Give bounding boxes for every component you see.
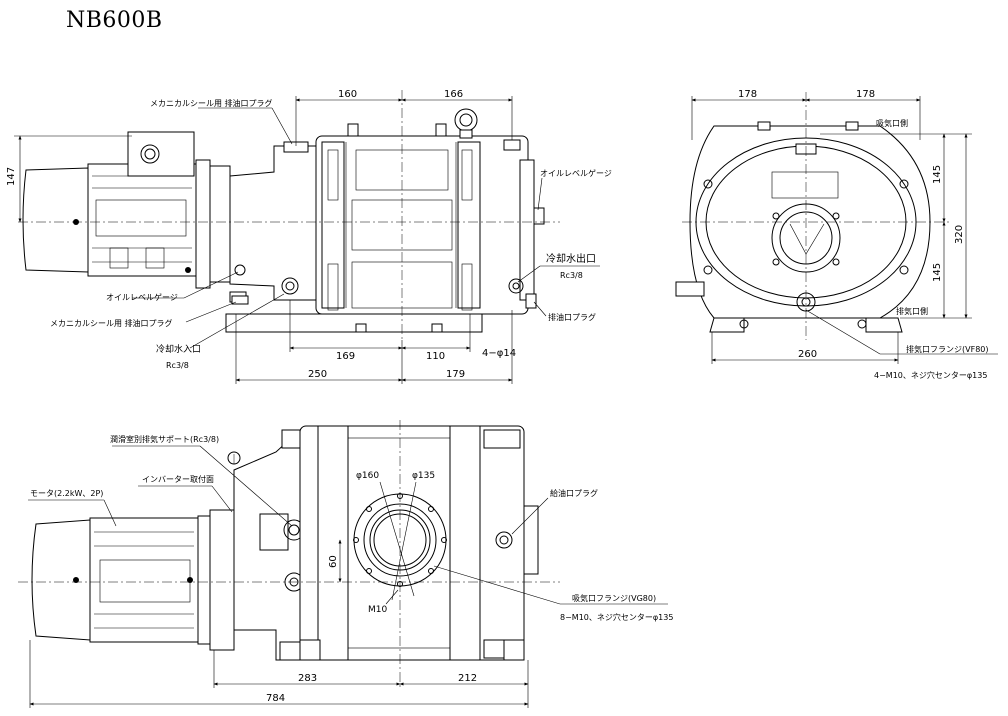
top-view-dims: 60 φ160 φ135 M10 283 212 784 (29, 471, 529, 708)
lifting-eyebolt (454, 108, 478, 132)
dim-147: 147 (6, 167, 17, 186)
motor-end-cap (22, 167, 89, 273)
label-intake-flange: 吸気口フランジ(VG80) (572, 593, 656, 603)
dim-145b: 145 (932, 263, 943, 282)
dim-phi160: φ160 (356, 471, 379, 481)
dim-phi135: φ135 (412, 471, 435, 481)
dim-250: 250 (308, 369, 327, 380)
top-motor-body (89, 517, 199, 643)
dim-60: 60 (328, 555, 339, 568)
base-plate (225, 313, 483, 333)
dim-166: 166 (444, 89, 463, 100)
dim-179: 179 (446, 369, 465, 380)
dim-283: 283 (298, 673, 317, 684)
side-foot-left (709, 317, 745, 333)
label-lube-exhaust: 潤滑室別排気サポート(Rc3/8) (110, 434, 219, 444)
front-view-labels: メカニカルシール用 排油口プラグ オイルレベルゲージ 冷却水出口 Rc3/8 オ… (50, 98, 612, 370)
bearing-housing (229, 145, 317, 301)
label-oil-fill: 給油口プラグ (550, 488, 598, 498)
dim-178b: 178 (856, 89, 875, 100)
label-cooling-out-size: Rc3/8 (560, 271, 583, 280)
top-view (18, 420, 560, 690)
label-cooling-out: 冷却水出口 (546, 252, 596, 265)
drawing-title: NB600B (66, 8, 163, 33)
label-mech-seal-drain-top: メカニカルシール用 排油口プラグ (150, 98, 273, 108)
dim-784: 784 (266, 693, 285, 704)
label-motor: モータ(2.2kW、2P) (30, 489, 103, 498)
top-motor-end-cap (31, 519, 91, 641)
front-view (18, 90, 560, 340)
label-oil-level-gauge-right: オイルレベルゲージ (540, 168, 612, 178)
dim-212: 212 (458, 673, 477, 684)
side-view (675, 92, 950, 340)
side-foot-right (865, 317, 903, 333)
dim-145a: 145 (932, 165, 943, 184)
pump-casing (315, 135, 529, 315)
label-exhaust-side: 排気口側 (896, 306, 928, 316)
label-intake-flange-spec: 8−M10、ネジ穴センターφ135 (560, 612, 673, 622)
dim-178a: 178 (738, 89, 757, 100)
motor-body (87, 163, 197, 277)
label-oil-level-gauge-left: オイルレベルゲージ (106, 292, 178, 302)
top-view-labels: 潤滑室別排気サポート(Rc3/8) インバーター取付面 モータ(2.2kW、2P… (28, 434, 673, 622)
terminal-box (127, 131, 195, 177)
label-exhaust-flange-spec: 4−M10、ネジ穴センターφ135 (874, 370, 987, 380)
label-exhaust-flange: 排気口フランジ(VF80) (906, 344, 989, 354)
dim-260: 260 (798, 349, 817, 360)
label-cooling-in-size: Rc3/8 (166, 361, 189, 370)
dim-110: 110 (426, 351, 445, 362)
label-cooling-in: 冷却水入口 (156, 343, 201, 355)
label-drain-plug: 排油口プラグ (548, 312, 596, 322)
dim-m10: M10 (368, 605, 387, 615)
dim-320: 320 (954, 225, 965, 244)
label-mech-seal-drain-bottom: メカニカルシール用 排油口プラグ (50, 318, 173, 328)
label-intake-side: 吸気口側 (876, 118, 908, 128)
label-inverter-face: インバーター取付面 (142, 474, 214, 484)
dim-holes: 4−φ14 (482, 348, 516, 359)
dim-160: 160 (338, 89, 357, 100)
dim-169: 169 (336, 351, 355, 362)
motor-flange (195, 159, 211, 289)
front-view-dims: 160 166 147 169 110 250 179 4−φ14 (6, 89, 516, 384)
side-view-labels: 吸気口側 排気口側 排気口フランジ(VF80) 4−M10、ネジ穴センターφ13… (805, 118, 998, 380)
side-view-dims: 178 178 145 145 320 260 (691, 89, 972, 364)
